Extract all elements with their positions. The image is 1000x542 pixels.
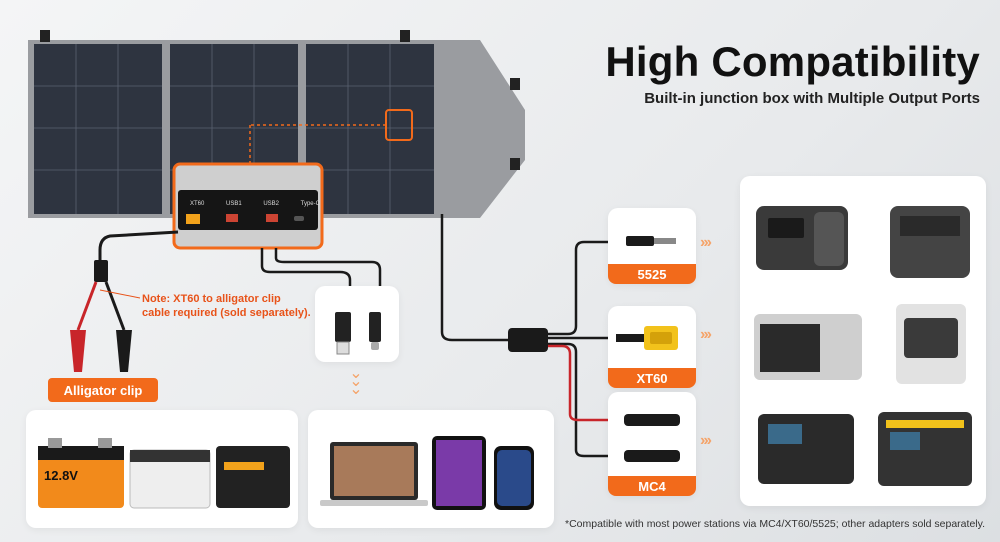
xt60-plug-icon <box>616 326 678 350</box>
junction-port-labels: XT60 USB1 USB2 Type-C <box>190 201 320 207</box>
connector-card-xt60: XT60 <box>608 306 696 388</box>
connector-card-5525: 5525 <box>608 208 696 284</box>
connector-label: 5525 <box>608 264 696 284</box>
junction-box-zoom <box>172 162 324 250</box>
mc4-plug-icon <box>624 414 680 462</box>
black-clip-icon <box>116 330 132 372</box>
batteries-card: 12.8V <box>26 410 298 528</box>
power-stations-card <box>740 176 986 506</box>
chevron-right-icon: ››› <box>700 234 712 251</box>
chevron-right-icon: ››› <box>700 326 712 343</box>
port-label: XT60 <box>190 201 205 207</box>
port-label: USB2 <box>263 201 279 207</box>
devices-card <box>308 410 554 528</box>
usb-cable-card <box>315 286 399 362</box>
device-group-icon <box>320 436 534 510</box>
battery-group-icon <box>38 438 290 509</box>
chevron-right-icon: ››› <box>700 432 712 449</box>
power-station-group-icon <box>754 206 972 486</box>
port-label: USB1 <box>225 201 242 207</box>
connector-label: XT60 <box>608 368 696 388</box>
compatibility-footnote: *Compatible with most power stations via… <box>564 518 985 530</box>
alligator-clip-label: Alligator clip <box>48 378 158 402</box>
connector-card-mc4: MC4 <box>608 392 696 496</box>
dc-5525-plug-icon <box>626 236 676 246</box>
cable-note: Note: XT60 to alligator clip cable requi… <box>142 293 311 319</box>
connector-label: MC4 <box>608 476 696 496</box>
port-label: Type-C <box>300 201 320 207</box>
usb-plug-icon <box>335 312 381 355</box>
y-splitter <box>508 328 548 352</box>
page-title: High Compatibility <box>605 38 980 85</box>
red-clip-icon <box>70 330 86 372</box>
chevron-down-icon: ⌄⌄⌄ <box>349 365 363 398</box>
page-subtitle: Built-in junction box with Multiple Outp… <box>644 90 980 107</box>
battery-badge: 12.8V <box>44 468 78 483</box>
